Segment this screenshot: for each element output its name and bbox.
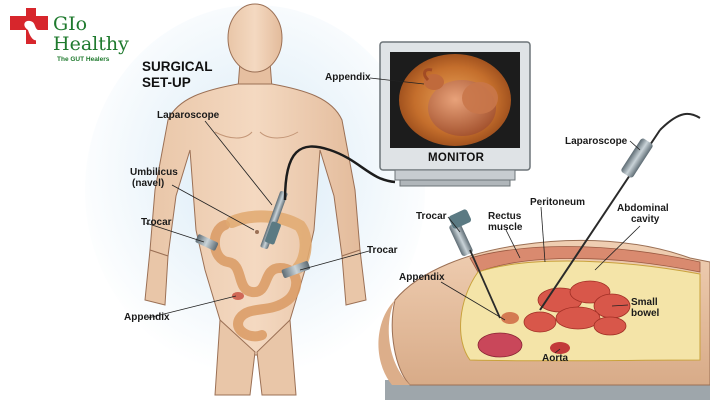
label-trocar-mid: Trocar [367, 245, 398, 256]
label-umbilicus-line1: Umbilicus [130, 167, 178, 178]
label-laparoscope-left: Laparoscope [157, 110, 220, 121]
label-laparoscope-right: Laparoscope [565, 136, 628, 147]
brand-name-line2: Healthy [53, 33, 129, 55]
camera-cable [283, 145, 396, 201]
brand-name-line1: GIo [53, 13, 88, 35]
label-trocar-right: Trocar [416, 211, 447, 222]
cross-section [378, 112, 710, 400]
label-abdominal-line1: Abdominal [617, 203, 669, 214]
label-trocar-left: Trocar [141, 217, 172, 228]
label-appendix-right: Appendix [399, 272, 445, 283]
label-appendix-left: Appendix [124, 312, 170, 323]
label-umbilicus-line2: (navel) [132, 178, 165, 189]
monitor [379, 41, 531, 187]
label-rectus-line1: Rectus [488, 211, 522, 222]
label-aorta: Aorta [542, 353, 569, 364]
label-abdominal-line2: cavity [631, 214, 660, 225]
label-small-bowel-line1: Small [631, 297, 658, 308]
label-rectus-line2: muscle [488, 222, 523, 233]
diagram-title-line2: SET-UP [142, 75, 191, 90]
diagram-title-line1: SURGICAL [142, 59, 213, 74]
label-appendix-monitor: Appendix [325, 72, 371, 83]
leader-lines [145, 77, 641, 354]
brand-tagline: The GUT Healers [57, 56, 110, 63]
label-peritoneum: Peritoneum [530, 197, 586, 208]
monitor-label: MONITOR [428, 152, 485, 164]
brand-logo-mark [10, 8, 48, 44]
human-figure [144, 3, 367, 396]
label-small-bowel-line2: bowel [631, 308, 660, 319]
